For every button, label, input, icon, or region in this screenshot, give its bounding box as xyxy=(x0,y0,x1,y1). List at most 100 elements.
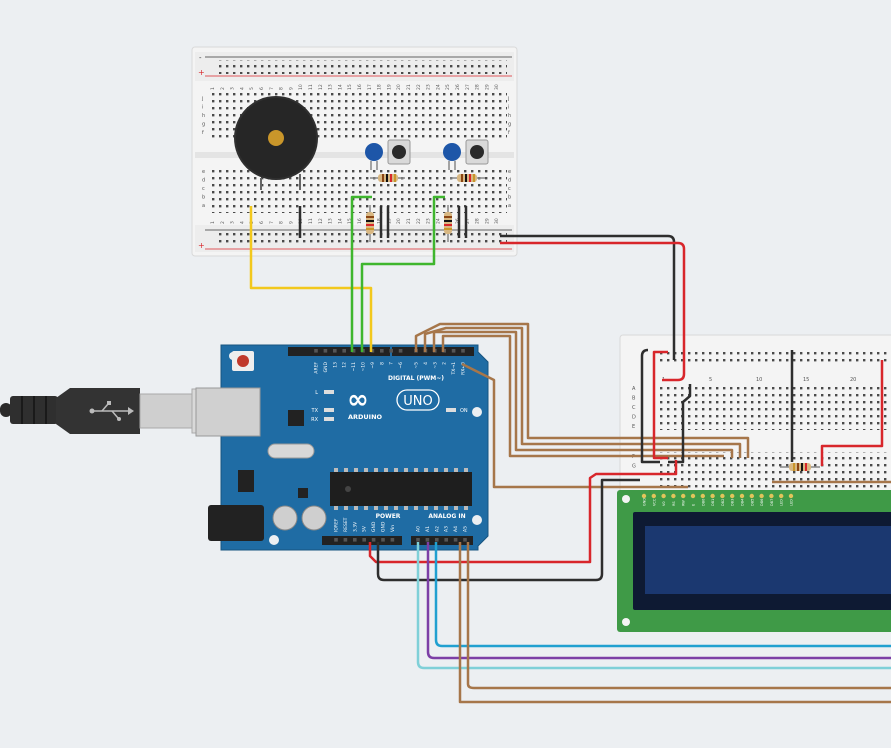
pin-label: b xyxy=(202,195,205,201)
pin-label: b xyxy=(508,195,511,201)
pin-label: 8 xyxy=(379,362,385,365)
pin-label: A3 xyxy=(444,526,450,532)
piezo-buzzer[interactable] xyxy=(234,96,318,190)
resistor-4[interactable] xyxy=(444,205,452,242)
pin-label: RESET xyxy=(343,517,349,532)
capacitor-1[interactable] xyxy=(365,143,383,170)
svg-text:TX: TX xyxy=(311,408,319,414)
pin-label: f xyxy=(202,130,204,136)
pin-label: 20 xyxy=(396,84,402,90)
pushbutton-1[interactable] xyxy=(387,139,411,165)
pin-label: 21 xyxy=(406,84,412,90)
pin-label: 10 xyxy=(298,84,304,90)
pin-label: g xyxy=(508,122,511,128)
wire-red-top xyxy=(500,241,686,382)
wire-red-lcd xyxy=(820,360,884,466)
pin-label: 12 xyxy=(342,362,348,368)
pin-label: d xyxy=(202,178,205,184)
lcd-pin xyxy=(779,493,784,499)
lcd-pin xyxy=(661,493,666,499)
pin-label: LED xyxy=(780,499,784,506)
wires[interactable] xyxy=(249,195,891,704)
pin-label: AREF xyxy=(314,362,320,374)
pin-label: 1 xyxy=(210,87,216,90)
resistor-3[interactable] xyxy=(366,205,374,242)
pin-label: 15 xyxy=(347,84,353,90)
jumper-black-short[interactable] xyxy=(298,206,468,238)
pin-label: e xyxy=(508,169,511,175)
pin-label: f xyxy=(508,130,510,136)
pin-label: 19 xyxy=(386,218,392,224)
wire-cyan-a2 xyxy=(434,542,891,648)
pin-label: 15 xyxy=(803,377,809,383)
capacitor-2[interactable] xyxy=(443,143,461,170)
pin-label: DB3 xyxy=(731,499,735,506)
svg-text:RX: RX xyxy=(311,417,318,423)
resistor-1[interactable] xyxy=(370,174,405,182)
pin-label: 28 xyxy=(475,218,481,224)
resistor-lcd[interactable] xyxy=(780,463,820,471)
pin-label: 7 xyxy=(389,362,395,365)
pin-label: e xyxy=(202,169,205,175)
pin-label: 10 xyxy=(756,377,762,383)
pushbutton-2[interactable] xyxy=(465,139,489,165)
pin-label: VCC xyxy=(652,498,656,506)
atmega-chip xyxy=(330,468,472,510)
lcd-pin xyxy=(769,493,774,499)
pin-label: 3.3V xyxy=(352,521,358,532)
pin-label: 2 xyxy=(220,87,226,90)
pin-label: E xyxy=(692,504,696,506)
pin-label: ~9 xyxy=(370,362,376,369)
lcd-pin xyxy=(749,493,754,499)
pin-label: ~6 xyxy=(398,362,404,369)
pin-label: IOREF xyxy=(334,518,340,532)
reset-button[interactable] xyxy=(232,351,254,371)
pin-label: 24 xyxy=(435,84,441,90)
pin-label: g xyxy=(202,122,205,128)
pin-label: c xyxy=(508,186,511,192)
svg-text:UNO: UNO xyxy=(403,394,432,409)
pin-label: A1 xyxy=(425,526,431,532)
wire-green-1 xyxy=(350,195,372,352)
pin-label: LED xyxy=(790,499,794,506)
wire-green-2 xyxy=(360,195,445,352)
pin-label: ~10 xyxy=(361,362,367,372)
pin-label: 4 xyxy=(423,362,429,365)
pin-label: 20 xyxy=(396,218,402,224)
pin-label: A0 xyxy=(416,526,422,532)
lcd-pin xyxy=(788,493,794,499)
wire-brown-4 xyxy=(441,334,724,458)
digital-header-label: DIGITAL (PWM~) xyxy=(388,375,444,382)
svg-text:ARDUINO: ARDUINO xyxy=(348,413,383,421)
pin-label: ~3 xyxy=(432,362,438,369)
pin-label: ~11 xyxy=(351,362,357,372)
pin-label: 23 xyxy=(426,218,432,224)
lcd-pin xyxy=(690,493,696,499)
lcd-screen xyxy=(645,526,891,594)
pin-label: 12 xyxy=(318,218,324,224)
rail-plus-label: + xyxy=(198,68,205,77)
pin-label: RS xyxy=(672,501,676,506)
pin-label: DB1 xyxy=(711,499,715,506)
pin-label: 18 xyxy=(377,218,383,224)
pin-label: 5 xyxy=(249,87,255,90)
pin-label: RW xyxy=(682,500,686,506)
pin-label: GND xyxy=(643,498,647,506)
pin-label: 29 xyxy=(484,218,490,224)
wire-red-board xyxy=(652,350,668,460)
pin-label: 21 xyxy=(406,218,412,224)
pin-label: A4 xyxy=(453,526,459,532)
resistor-2[interactable] xyxy=(450,174,485,182)
pin-label: h xyxy=(508,113,511,119)
pin-label: GND xyxy=(381,521,387,532)
pin-label: 22 xyxy=(416,84,422,90)
pin-label: 30 xyxy=(494,84,500,90)
rail-minus-label: - xyxy=(199,54,202,62)
pin-label: GND xyxy=(323,361,329,372)
pin-label: RX←0 xyxy=(461,362,467,375)
pin-label: TX→1 xyxy=(451,362,457,376)
